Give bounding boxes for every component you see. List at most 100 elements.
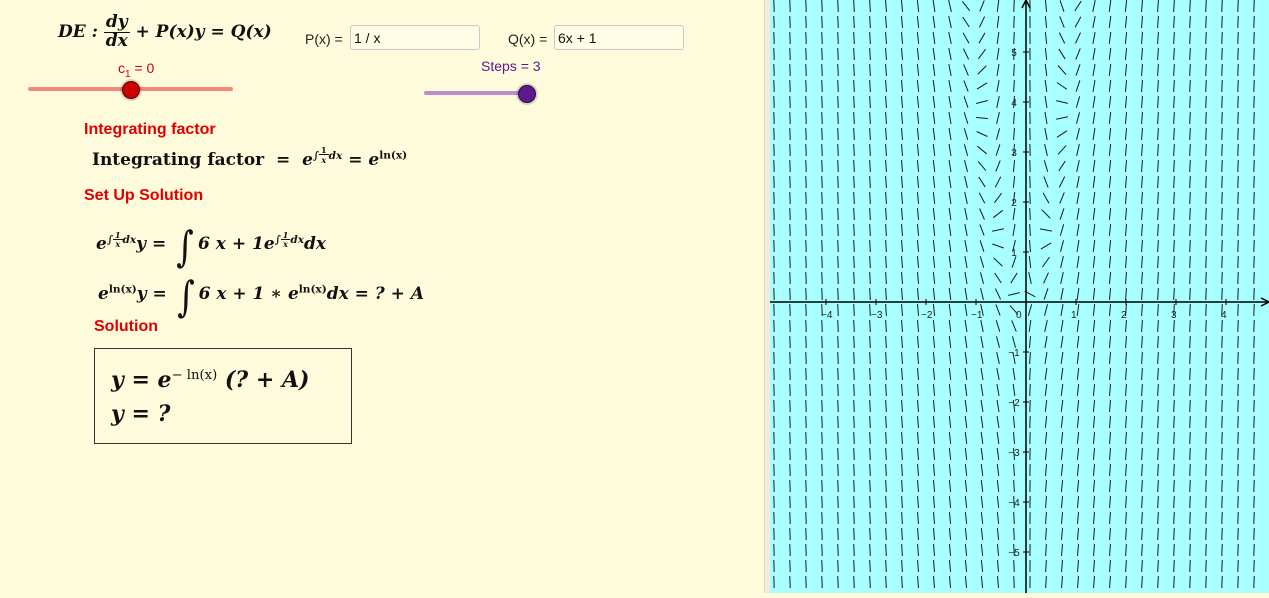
slope-segment	[902, 128, 903, 140]
slope-segment	[838, 224, 839, 236]
slope-segment	[1142, 544, 1143, 556]
slope-segment	[965, 512, 966, 524]
slope-segment	[1142, 496, 1143, 508]
p-input[interactable]: 1 / x	[350, 25, 480, 50]
slope-segment	[886, 176, 887, 188]
slope-segment	[886, 368, 887, 380]
slope-segment	[1142, 384, 1143, 396]
c1-label-rest: = 0	[131, 60, 155, 76]
slope-segment	[981, 336, 983, 348]
slope-segment	[1190, 416, 1191, 428]
slope-segment	[1014, 512, 1015, 524]
slope-segment	[1061, 320, 1063, 332]
slope-segment	[1061, 416, 1062, 428]
slope-segment	[1059, 177, 1064, 188]
slope-segment	[902, 144, 903, 156]
y-tick-label: 1	[1011, 248, 1017, 259]
slope-segment	[1094, 560, 1095, 572]
slope-segment	[995, 289, 1000, 300]
slope-segment	[1125, 48, 1126, 60]
integrating-factor-heading: Integrating factor	[84, 121, 216, 139]
slope-segment	[1174, 528, 1175, 540]
slope-segment	[997, 432, 999, 444]
slope-segment	[1174, 352, 1175, 364]
slope-segment	[1142, 432, 1143, 444]
slope-segment	[1142, 560, 1143, 572]
steps-slider-track[interactable]	[424, 91, 528, 95]
slope-segment	[949, 432, 950, 444]
slope-segment	[1158, 64, 1159, 76]
slope-segment	[1061, 432, 1062, 444]
slope-segment	[1062, 544, 1063, 556]
slope-segment	[1093, 480, 1094, 492]
slope-segment	[949, 224, 951, 236]
slope-segment	[1190, 544, 1191, 556]
slope-segment	[981, 288, 984, 300]
slope-segment	[1222, 144, 1223, 156]
slope-segment	[1142, 112, 1143, 124]
slope-segment	[1206, 352, 1207, 364]
slope-segment	[1190, 80, 1191, 92]
y-tick-label: 5	[1011, 48, 1017, 59]
slope-segment	[1093, 80, 1095, 92]
c1-slider-knob[interactable]	[122, 81, 140, 99]
slope-segment	[1030, 208, 1031, 220]
slope-segment	[1190, 192, 1191, 204]
slope-segment	[854, 528, 855, 540]
slope-segment	[870, 272, 871, 284]
slope-segment	[1014, 528, 1015, 540]
slope-segment	[964, 144, 967, 156]
slope-segment	[917, 80, 918, 92]
slope-segment	[1126, 416, 1127, 428]
slope-segment	[902, 112, 903, 124]
slope-segment	[1190, 224, 1191, 236]
slope-segment	[1030, 240, 1031, 252]
slope-segment	[822, 336, 823, 348]
slope-segment	[1142, 400, 1143, 412]
slope-segment	[1109, 336, 1110, 348]
slope-segment	[1206, 192, 1207, 204]
slope-segment	[1109, 352, 1110, 364]
steps-slider-knob[interactable]	[518, 85, 536, 103]
slope-segment	[1078, 560, 1079, 572]
slope-segment	[886, 480, 887, 492]
slope-segment	[870, 464, 871, 476]
slope-segment	[1174, 576, 1175, 588]
slope-segment	[1222, 0, 1223, 12]
slope-segment	[1077, 256, 1079, 268]
slope-segment	[1061, 256, 1064, 268]
x-tick-label: −1	[971, 310, 983, 321]
slope-segment	[854, 240, 855, 252]
slope-segment	[1043, 193, 1049, 203]
slope-segment	[1174, 272, 1175, 284]
slope-segment	[1126, 368, 1127, 380]
slope-segment	[1158, 528, 1159, 540]
solution-heading: Solution	[94, 318, 158, 336]
slope-segment	[1222, 112, 1223, 124]
slope-segment	[822, 64, 823, 76]
slope-segment	[1142, 368, 1143, 380]
slope-segment	[1158, 256, 1159, 268]
slope-segment	[1014, 32, 1015, 44]
slope-segment	[1174, 96, 1175, 108]
solution-line-2: y = ?	[111, 401, 170, 427]
slope-segment	[1109, 368, 1110, 380]
slope-segment	[1061, 464, 1062, 476]
slope-segment	[854, 560, 855, 572]
slope-segment	[1174, 544, 1175, 556]
slope-segment	[822, 48, 823, 60]
slope-segment	[1142, 208, 1143, 220]
slope-segment	[1077, 432, 1078, 444]
slope-segment	[965, 256, 967, 268]
slope-segment	[949, 192, 951, 204]
slope-segment	[1061, 512, 1062, 524]
slope-segment	[1142, 0, 1143, 12]
slope-segment	[902, 80, 903, 92]
slope-segment	[1206, 128, 1207, 140]
q-input[interactable]: 6x + 1	[554, 25, 684, 50]
slope-segment	[949, 288, 950, 300]
slope-segment	[1174, 448, 1175, 460]
slope-segment	[870, 320, 871, 332]
slope-segment	[870, 352, 871, 364]
